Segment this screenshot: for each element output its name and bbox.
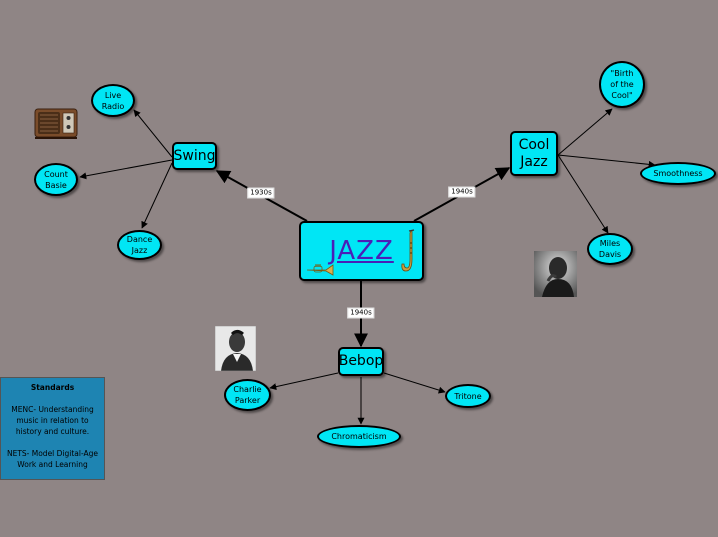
saxophone-image — [401, 229, 415, 272]
edge-label-bebop-era: 1940s — [347, 307, 375, 319]
cool-jazz-node[interactable]: Cool Jazz — [510, 131, 558, 176]
edge-swing-dance-jazz — [141, 162, 173, 229]
edge-swing-live-radio — [133, 109, 173, 158]
cool-jazz-label: Cool Jazz — [518, 136, 550, 170]
standards-box: Standards MENC- Understanding music in r… — [0, 377, 105, 480]
leaf-tritone[interactable]: Tritone — [445, 384, 491, 408]
leaf-count-basie[interactable]: Count Basie — [34, 163, 78, 196]
radio-image — [34, 108, 78, 139]
standards-menc: MENC- Understanding music in relation to… — [11, 405, 94, 436]
edge-bebop-parker — [269, 372, 339, 391]
leaf-live-radio[interactable]: Live Radio — [91, 84, 135, 117]
swing-label: Swing — [173, 147, 216, 164]
bebop-label: Bebop — [338, 353, 384, 369]
edge-cool-smoothness — [557, 154, 656, 168]
trumpet-image — [306, 264, 334, 276]
jazz-center-node[interactable]: JAZZ — [299, 221, 424, 281]
standards-title: Standards — [30, 383, 75, 392]
edge-swing-count-basie — [79, 159, 173, 180]
swing-node[interactable]: Swing — [172, 142, 217, 170]
edge-cool-miles — [557, 154, 609, 234]
leaf-smoothness[interactable]: Smoothness — [640, 162, 716, 185]
jazz-title[interactable]: JAZZ — [329, 235, 394, 266]
charlie-parker-photo — [215, 326, 256, 371]
leaf-birth-of-the-cool[interactable]: "Birth of the Cool" — [599, 61, 645, 108]
edge-cool-birth — [557, 108, 613, 156]
edge-label-cool-era: 1940s — [448, 186, 476, 198]
miles-davis-photo — [534, 251, 577, 297]
leaf-miles-davis[interactable]: Miles Davis — [587, 233, 633, 265]
edge-bebop-tritone — [383, 372, 446, 394]
edge-label-swing-era: 1930s — [247, 187, 275, 199]
bebop-node[interactable]: Bebop — [338, 347, 384, 376]
leaf-chromaticism[interactable]: Chromaticism — [317, 425, 401, 448]
leaf-charlie-parker[interactable]: Charlie Parker — [224, 379, 271, 411]
leaf-dance-jazz[interactable]: Dance Jazz — [117, 230, 162, 260]
standards-nets: NETS- Model Digital-Age Work and Learnin… — [6, 449, 99, 469]
